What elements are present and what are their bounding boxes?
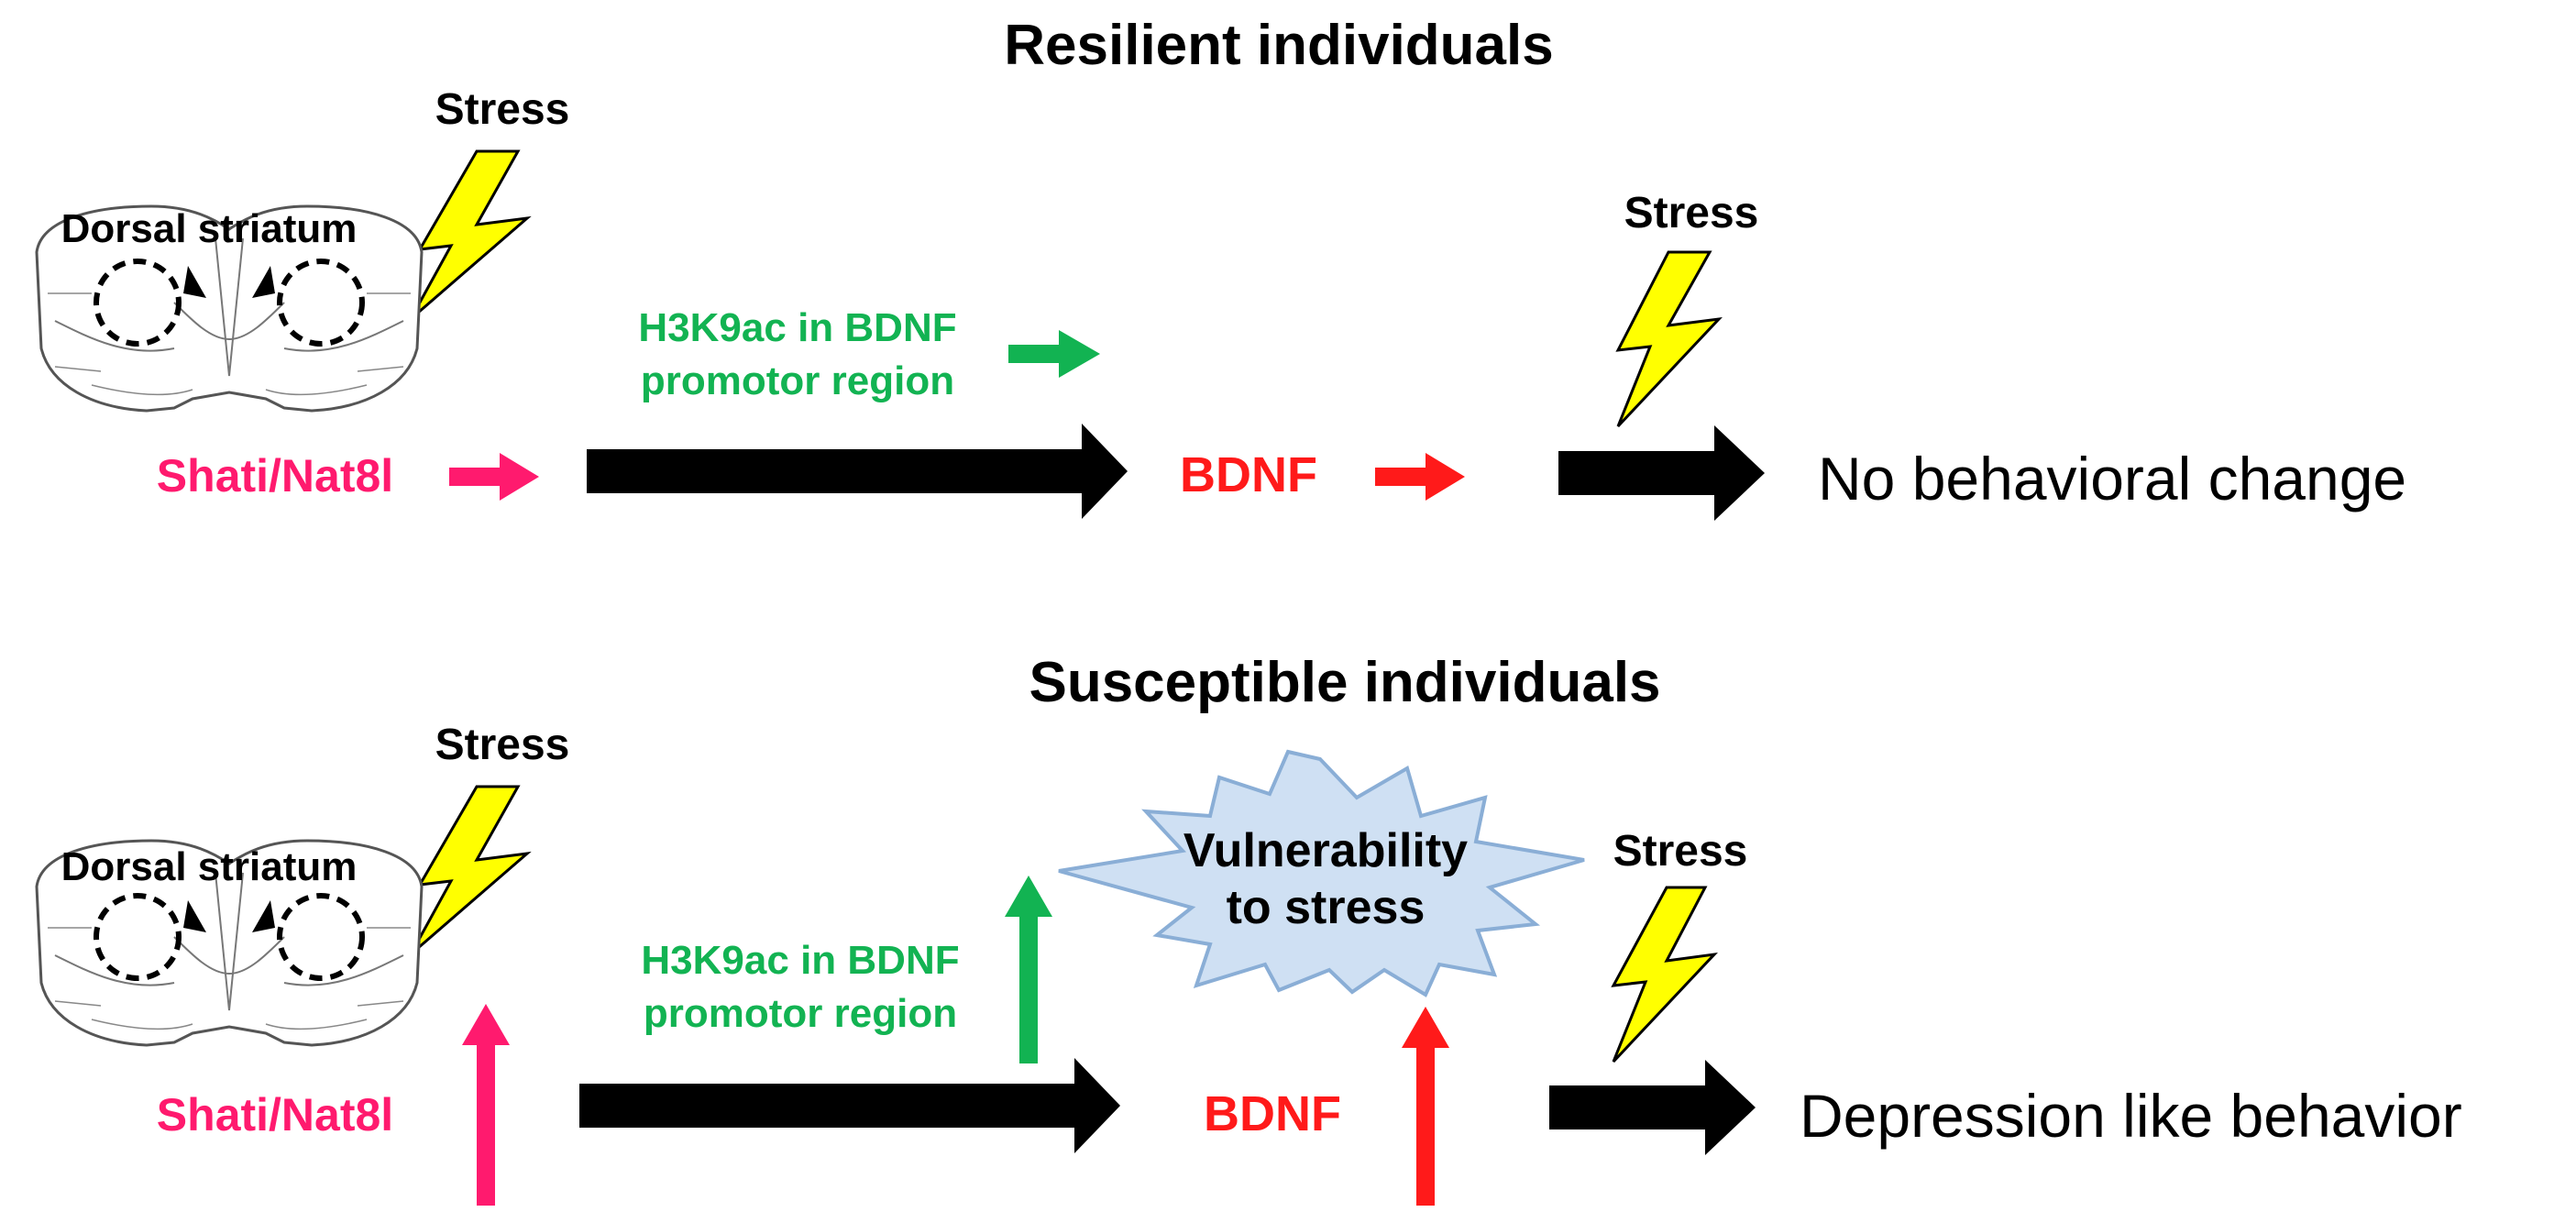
stress-label-1: Stress — [435, 721, 570, 769]
vulnerability-label-line2: to stress — [1227, 881, 1426, 934]
histone-arrow-up — [1005, 876, 1052, 1063]
histone-label-line1: H3K9ac in BDNF — [641, 938, 959, 983]
resilient-panel: Resilient individuals Stress Dorsal stri… — [37, 14, 2406, 521]
stress-label-2: Stress — [1613, 827, 1748, 876]
vulnerability-label-line1: Vulnerability — [1183, 824, 1468, 877]
bdnf-label: BDNF — [1204, 1086, 1341, 1141]
region-label: Dorsal striatum — [61, 844, 358, 889]
histone-label-line1: H3K9ac in BDNF — [638, 305, 956, 350]
susceptible-title: Susceptible individuals — [1029, 651, 1660, 714]
gene-arrow-right — [449, 453, 539, 501]
resilient-title: Resilient individuals — [1004, 14, 1553, 77]
histone-arrow-right — [1008, 330, 1100, 378]
lightning-bolt-icon — [409, 149, 532, 321]
lightning-bolt-icon — [1615, 250, 1723, 428]
outcome-label: Depression like behavior — [1800, 1082, 2462, 1150]
histone-label-line2: promotor region — [641, 358, 954, 403]
gene-label: Shati/Nat8l — [157, 1089, 393, 1140]
main-arrow-2 — [1549, 1060, 1756, 1155]
region-label: Dorsal striatum — [61, 206, 358, 251]
main-arrow-2 — [1558, 425, 1765, 521]
gene-arrow-up — [462, 1004, 510, 1206]
bdnf-arrow-right — [1375, 453, 1465, 501]
stress-label-1: Stress — [435, 85, 570, 134]
outcome-label: No behavioral change — [1818, 445, 2406, 512]
starburst-shape — [1058, 749, 1585, 997]
main-arrow-1 — [579, 1058, 1120, 1153]
main-arrow-1 — [587, 424, 1128, 519]
bdnf-arrow-up — [1402, 1007, 1449, 1206]
gene-label: Shati/Nat8l — [157, 450, 393, 501]
bdnf-label: BDNF — [1180, 447, 1317, 502]
histone-label-line2: promotor region — [644, 991, 957, 1036]
stress-label-2: Stress — [1624, 189, 1759, 237]
lightning-bolt-icon — [1611, 886, 1718, 1063]
lightning-bolt-icon — [409, 785, 532, 956]
susceptible-panel: Susceptible individuals Stress Dorsal st… — [37, 651, 2462, 1206]
